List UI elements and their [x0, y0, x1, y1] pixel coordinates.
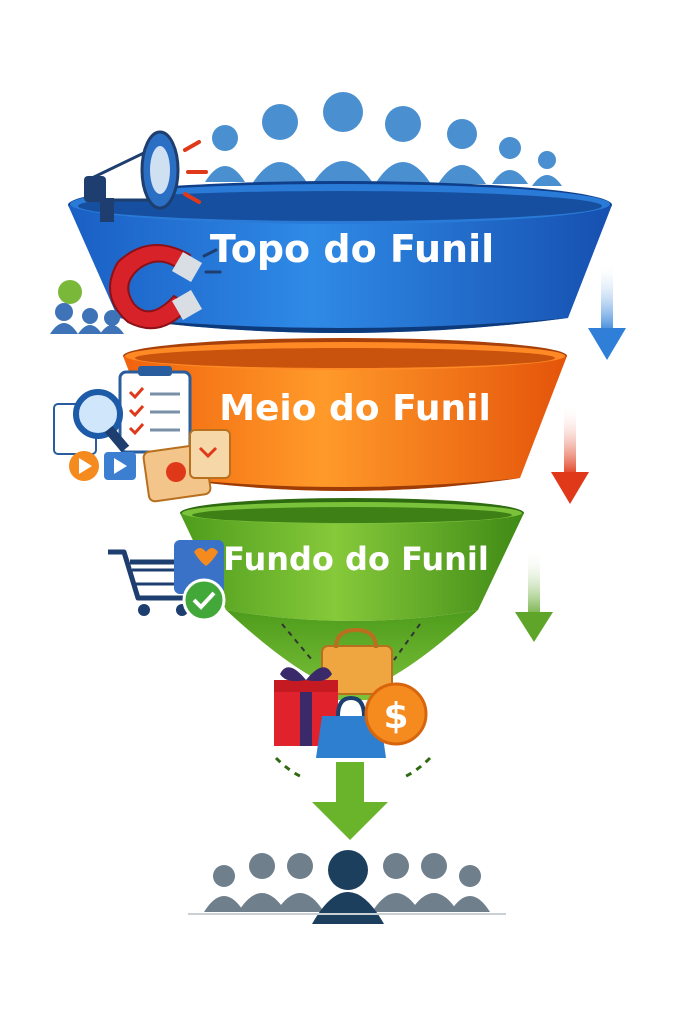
- stage-label-middle: Meio do Funil: [219, 388, 491, 429]
- gift-icon: [274, 667, 338, 746]
- arrow-down-icon: [515, 550, 553, 642]
- video-icon: [69, 451, 136, 481]
- funnel-stage-top: Topo do Funil: [68, 181, 612, 333]
- magnet-icon: [109, 244, 222, 330]
- dollar-coin-icon: $: [364, 682, 428, 746]
- audience-crowd-icon: [205, 92, 562, 186]
- arrow-down-icon: [551, 404, 589, 504]
- svg-text:$: $: [383, 696, 408, 737]
- customer-icon: [312, 850, 384, 924]
- customer-crowd-icon: [188, 850, 506, 924]
- dashed-lines: [281, 623, 421, 661]
- stage-label-top: Topo do Funil: [210, 227, 494, 271]
- funnel-stage-middle: Meio do Funil: [123, 338, 567, 491]
- funnel-stage-bottom: Fundo do Funil: [180, 498, 524, 700]
- stage-label-bottom: Fundo do Funil: [223, 540, 489, 578]
- arrow-down-icon: [588, 262, 626, 360]
- magnifier-icon: [73, 389, 130, 453]
- megaphone-icon: [84, 130, 208, 222]
- checklist-icon: [118, 366, 192, 454]
- checkmark-icon: [182, 578, 226, 622]
- content-card-icon: [142, 429, 231, 503]
- arrow-down-icon: [274, 756, 432, 840]
- audience-icon: [50, 280, 124, 334]
